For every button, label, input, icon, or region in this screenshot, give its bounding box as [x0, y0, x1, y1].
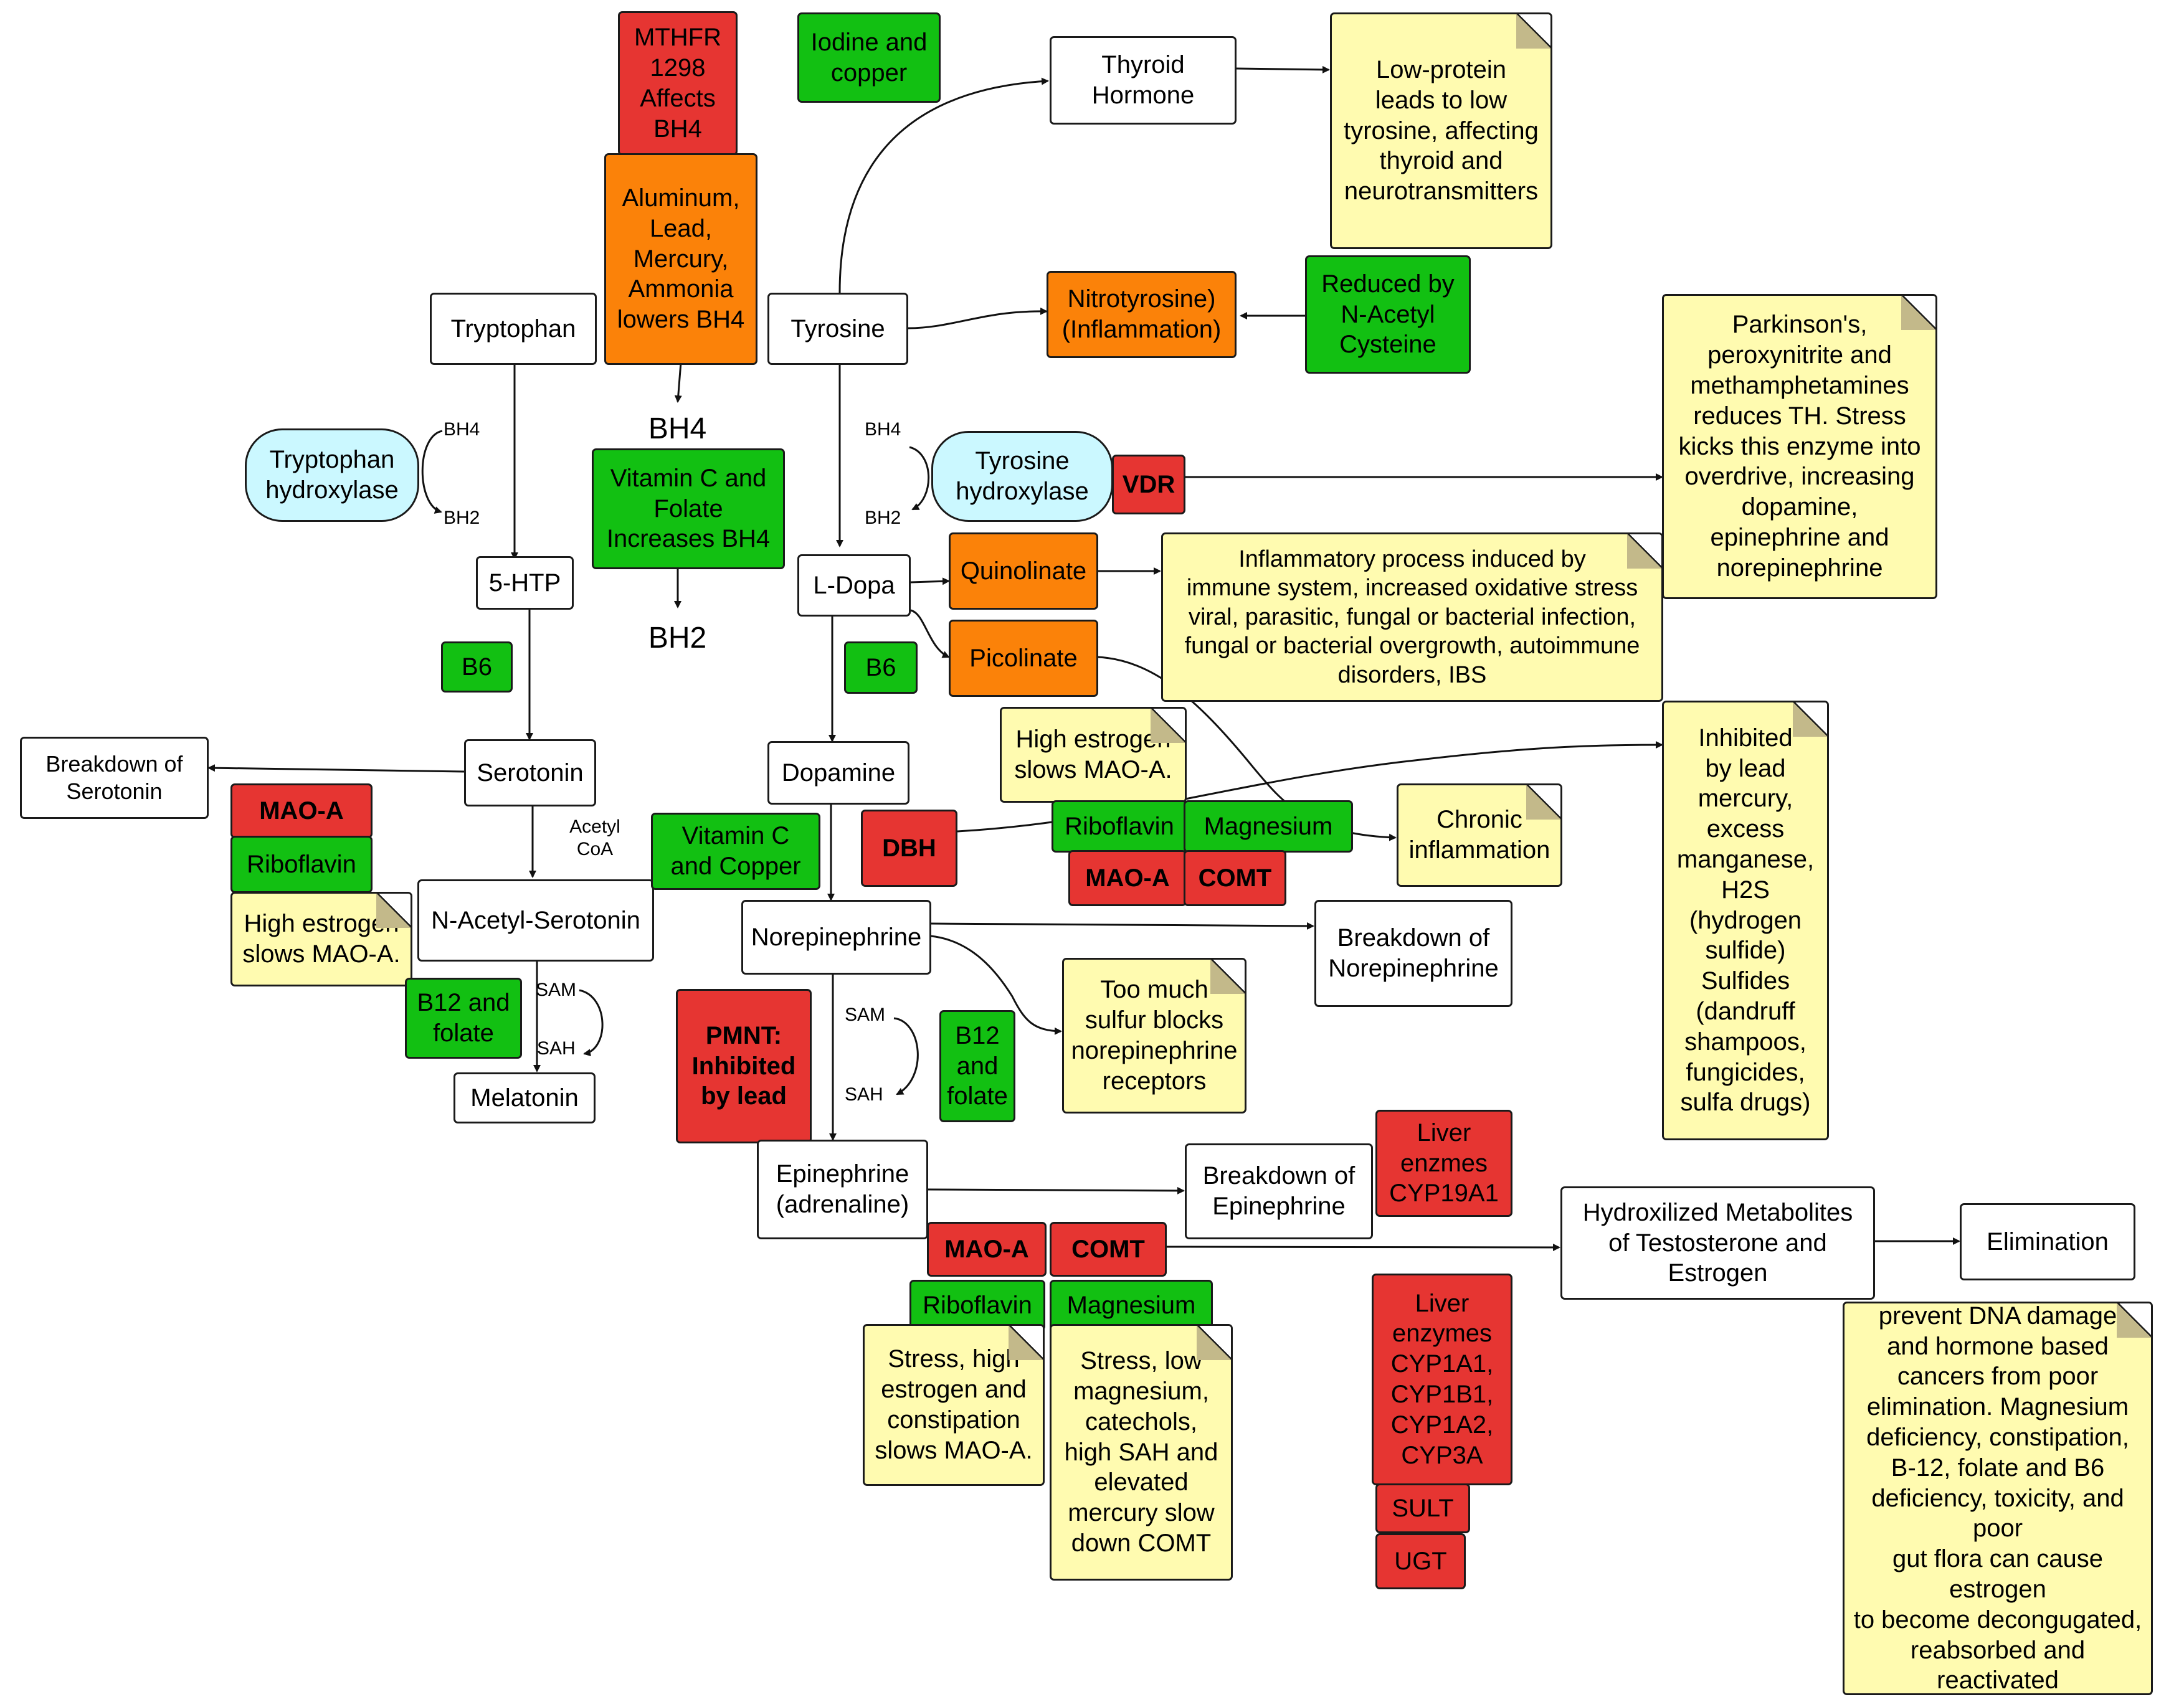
- tryptophan-node: Tryptophan: [430, 293, 597, 365]
- liver-enzymes-node: Liver enzymes CYP1A1, CYP1B1, CYP1A2, CY…: [1372, 1274, 1512, 1485]
- inflammatory-note: Inflammatory process induced by immune s…: [1161, 532, 1663, 702]
- edge-sam-sah-mid: [893, 1017, 919, 1095]
- sult-node: SULT: [1375, 1483, 1470, 1533]
- b6-mid: B6: [844, 641, 918, 694]
- mthfr-node: MTHFR 1298 Affects BH4: [618, 11, 738, 156]
- ugt-node: UGT: [1375, 1533, 1466, 1589]
- edge-serotonin-breakdown: [207, 764, 465, 773]
- breakdown-serotonin-node: Breakdown of Serotonin: [20, 737, 209, 819]
- quinolinate-node: Quinolinate: [949, 532, 1098, 610]
- low-magnesium-note: Stress, low magnesium, catechols, high S…: [1050, 1324, 1233, 1581]
- edge-thyroid-note: [1235, 65, 1330, 73]
- sam-label-left: SAM: [536, 980, 577, 1000]
- estrogen-note-left: High estrogen slows MAO-A.: [230, 892, 412, 986]
- edge-ldopa-picolinate: [910, 609, 950, 658]
- edge-tyrosine-nitro: [908, 307, 1048, 329]
- epinephrine-node: Epinephrine (adrenaline): [757, 1140, 928, 1239]
- mao-a-mid: MAO-A: [1068, 850, 1187, 906]
- 5htp-node: 5-HTP: [476, 556, 574, 610]
- riboflavin-mid: Riboflavin: [1052, 800, 1187, 853]
- sulfur-note: Too much sulfur blocks norepinephrine re…: [1062, 958, 1246, 1114]
- mao-a-bottom: MAO-A: [927, 1222, 1047, 1277]
- elimination-node: Elimination: [1960, 1203, 2135, 1280]
- mao-a-left: MAO-A: [230, 783, 373, 838]
- bh2-label-left: BH2: [444, 508, 480, 528]
- parkinsons-note: Parkinson's, peroxynitrite and methamphe…: [1662, 294, 1937, 599]
- low-protein-note: Low-protein leads to low tyrosine, affec…: [1330, 12, 1552, 249]
- nitrotyrosine-node: Nitrotyrosine) (Inflammation): [1047, 271, 1237, 358]
- stress-note: Stress, high estrogen and constipation s…: [863, 1324, 1045, 1486]
- edge-bh4-bh2-left: [421, 430, 443, 514]
- b6-left: B6: [441, 641, 513, 693]
- edge-tyrosine-thyroid: [838, 77, 1049, 293]
- ldopa-node: L-Dopa: [797, 554, 911, 617]
- bh2-label-mid: BH2: [865, 508, 901, 528]
- estrogen-note-mid: High estrogen slows MAO-A.: [1000, 707, 1187, 803]
- tyrosine-hydroxylase-enzyme: Tyrosine hydroxylase: [931, 431, 1113, 522]
- b12-folate-left: B12 and folate: [405, 978, 522, 1059]
- nac-node: Reduced by N-Acetyl Cysteine: [1305, 255, 1471, 374]
- riboflavin-left: Riboflavin: [230, 836, 373, 893]
- edge-sam-sah-left: [579, 989, 604, 1057]
- tyrosine-node: Tyrosine: [767, 293, 908, 365]
- edge-norepi-breakdown: [930, 922, 1314, 930]
- acetyl-coa-label: Acetyl CoA: [569, 816, 620, 859]
- vitc-folate-node: Vitamin C and Folate Increases BH4: [592, 448, 785, 569]
- bh4-label-top: BH4: [648, 412, 707, 445]
- chronic-inflammation-note: Chronic inflammation: [1397, 783, 1562, 887]
- comt-bottom: COMT: [1050, 1222, 1167, 1277]
- dbh-node: DBH: [861, 810, 957, 887]
- vitc-copper-node: Vitamin C and Copper: [651, 813, 820, 890]
- bh4-label-mid: BH4: [865, 419, 901, 440]
- edge-ldopa-quinolinate: [910, 577, 950, 585]
- norepinephrine-node: Norepinephrine: [741, 900, 931, 975]
- metals-node: Aluminum, Lead, Mercury, Ammonia lowers …: [604, 153, 757, 365]
- vdr-node: VDR: [1112, 455, 1185, 514]
- lead-note: Inhibited by lead mercury, excess mangan…: [1662, 701, 1829, 1140]
- sah-label-mid: SAH: [845, 1084, 883, 1105]
- tryptophan-hydroxylase-enzyme: Tryptophan hydroxylase: [245, 428, 419, 522]
- edge-bh4-bh2-mid: [909, 446, 930, 511]
- picolinate-node: Picolinate: [949, 620, 1098, 697]
- sah-label-left: SAH: [537, 1038, 576, 1059]
- breakdown-norepinephrine-node: Breakdown of Norepinephrine: [1314, 900, 1512, 1007]
- bh4-label-left: BH4: [444, 419, 480, 440]
- edge-epi-breakdown: [928, 1186, 1185, 1194]
- melatonin-node: Melatonin: [453, 1072, 596, 1123]
- bh2-label-bottom: BH2: [648, 622, 707, 655]
- n-acetyl-serotonin-node: N-Acetyl-Serotonin: [417, 879, 654, 962]
- b12-folate-mid: B12 and folate: [939, 1010, 1015, 1122]
- thyroid-hormone-node: Thyroid Hormone: [1050, 36, 1237, 125]
- magnesium-mid: Magnesium: [1184, 800, 1353, 853]
- comt-mid: COMT: [1184, 850, 1286, 906]
- serotonin-node: Serotonin: [464, 739, 596, 806]
- edge-metals-bh4: [674, 362, 682, 403]
- liver-cyp19-node: Liver enzmes CYP19A1: [1375, 1110, 1512, 1217]
- edge-norepi-sulfur: [930, 935, 1062, 1035]
- sam-label-mid: SAM: [845, 1005, 886, 1025]
- breakdown-epinephrine-node: Breakdown of Epinephrine: [1185, 1143, 1373, 1239]
- dopamine-node: Dopamine: [767, 741, 909, 805]
- iodine-copper-node: Iodine and copper: [797, 12, 941, 103]
- pmnt-node: PMNT: Inhibited by lead: [676, 989, 812, 1143]
- hydroxilized-metabolites-node: Hydroxilized Metabolites of Testosterone…: [1560, 1186, 1875, 1300]
- support-comt-note: Support COMT to prevent DNA damage and h…: [1843, 1302, 2153, 1695]
- riboflavin-bottom: Riboflavin: [909, 1280, 1045, 1331]
- magnesium-bottom: Magnesium: [1050, 1280, 1213, 1331]
